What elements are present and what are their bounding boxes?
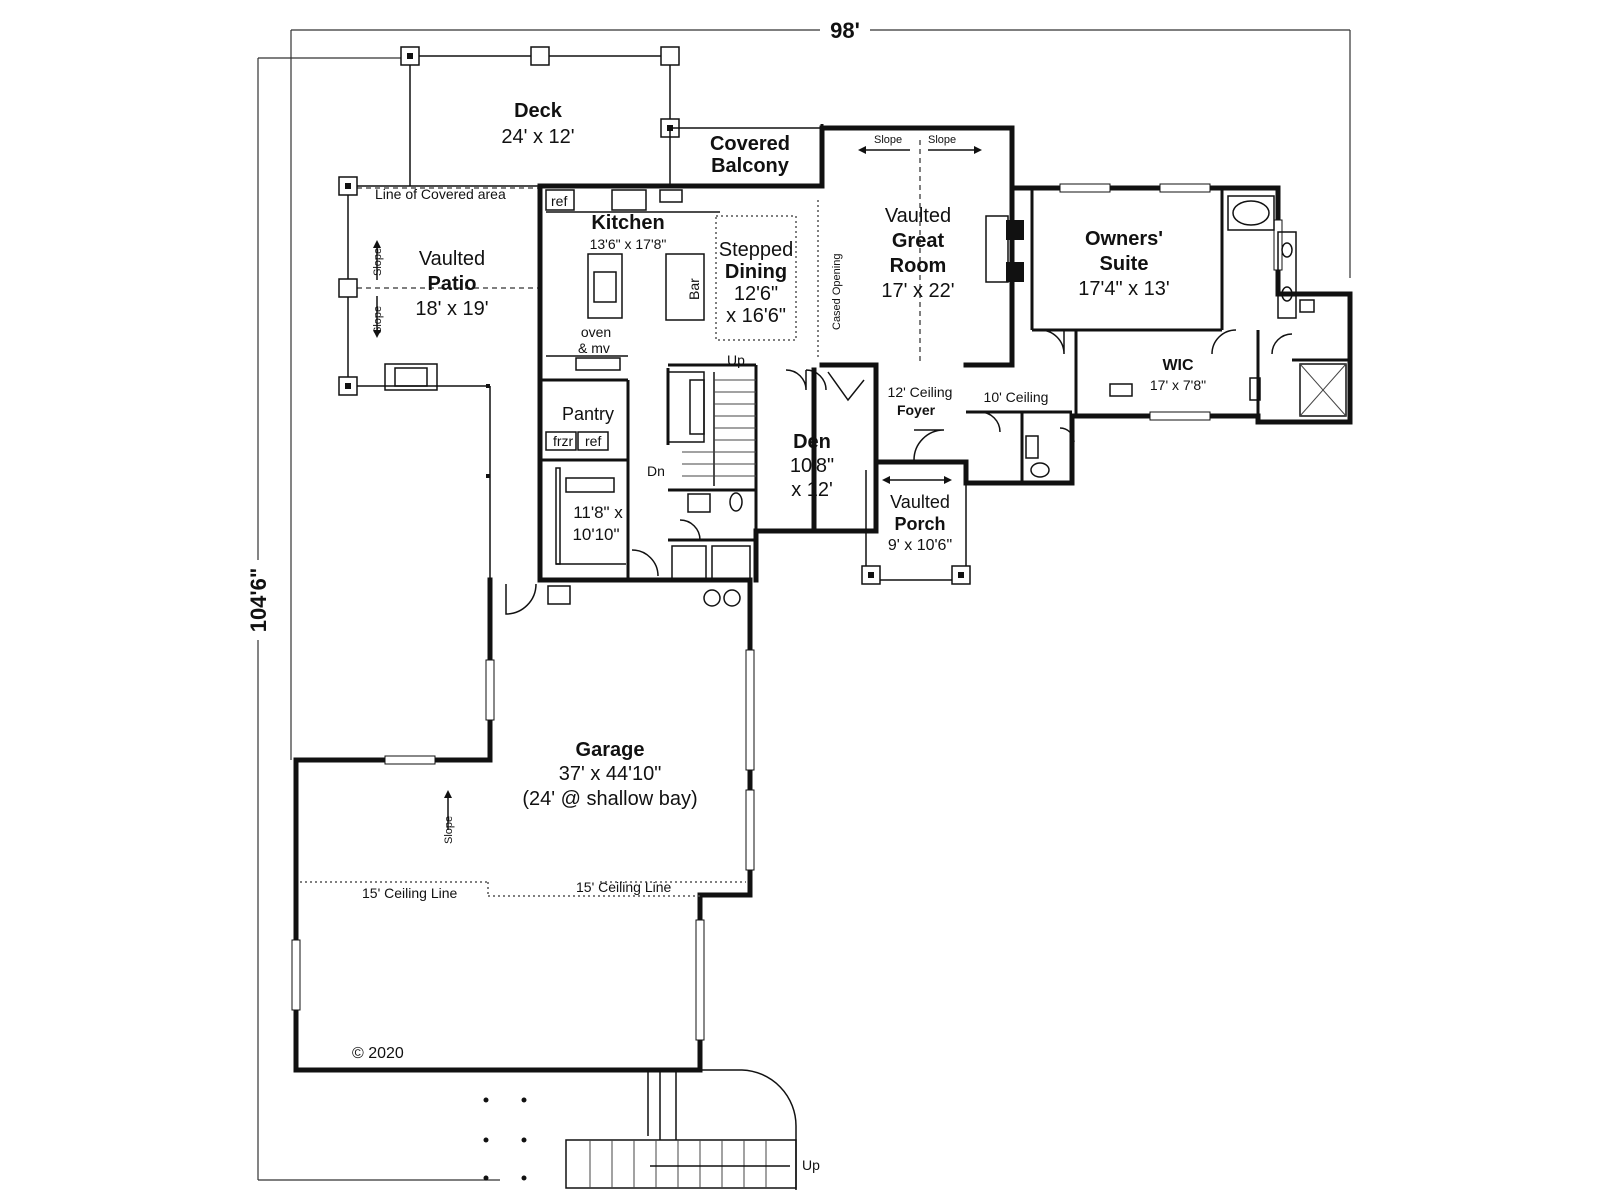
deck-size: 24' x 12' [501, 126, 574, 148]
deck-post [660, 46, 680, 66]
stepped-dining-outline [715, 215, 797, 341]
den-size-2: x 12' [791, 479, 833, 501]
patio-label-2: Patio [428, 273, 477, 295]
patio-label-1: Vaulted [419, 248, 485, 270]
copyright-label: © 2020 [352, 1045, 404, 1062]
great-room-slope-right: Slope [928, 134, 956, 146]
vaulted-porch [861, 470, 971, 585]
interior-walls [540, 188, 1350, 580]
owners-size: 17'4" x 13' [1078, 278, 1169, 300]
patio-size: 18' x 19' [415, 298, 488, 320]
porch-label-1: Vaulted [890, 492, 950, 512]
garage-name: Garage [576, 739, 645, 761]
front-steps-up-label: Up [802, 1157, 820, 1173]
porch-size: 9' x 10'6" [888, 537, 952, 554]
wic-size: 17' x 7'8" [1150, 377, 1206, 393]
owners-label-1: Owners' [1085, 228, 1163, 250]
overall-width-label: 98' [830, 18, 860, 43]
garage-size: 37' x 44'10" [559, 763, 662, 785]
great-room-slope-left: Slope [874, 134, 902, 146]
wic-name: WIC [1162, 357, 1194, 374]
covered-area-line-label: Line of Covered area [375, 186, 506, 202]
kitchen-name: Kitchen [591, 212, 664, 234]
ceiling-line-label-right: 15' Ceiling Line [576, 879, 672, 895]
patio-post [338, 278, 358, 298]
freezer-label: frzr [553, 433, 574, 449]
ceiling-line-label-left: 15' Ceiling Line [362, 885, 458, 901]
oven-label: oven [581, 324, 611, 340]
stairs [667, 371, 756, 486]
porch-label-2: Porch [894, 514, 945, 534]
laundry-size-2: 10'10" [572, 525, 619, 544]
mv-label: & mv [578, 340, 610, 356]
laundry-size-1: 11'8" x [573, 503, 623, 522]
great-room-label-3: Room [890, 255, 947, 277]
cased-opening-label: Cased Opening [831, 254, 843, 330]
front-steps [483, 1069, 797, 1190]
overall-depth-label: 104'6" [246, 568, 271, 633]
great-room-size: 17' x 22' [881, 280, 954, 302]
deck-name: Deck [514, 100, 563, 122]
kitchen-fixtures [545, 189, 720, 565]
garage-slope: Slope [443, 816, 455, 844]
foyer-ceiling-label: 12' Ceiling [888, 384, 953, 400]
deck-post [530, 46, 550, 66]
ten-ceiling-label: 10' Ceiling [984, 389, 1049, 405]
dining-size-1: 12'6" [734, 283, 778, 305]
garage-note: (24' @ shallow bay) [522, 788, 697, 810]
bar-label: Bar [686, 278, 702, 300]
patio-grill [384, 363, 438, 391]
fridge [545, 189, 575, 211]
kitchen-size: 13'6" x 17'8" [590, 236, 667, 252]
dimension-lines [257, 29, 1351, 1181]
great-room-label-2: Great [892, 230, 945, 252]
patio-slope-2: Slope [372, 306, 384, 334]
dining-label-1: Stepped [719, 239, 794, 261]
great-room-label-1: Vaulted [885, 205, 951, 227]
dining-label-2: Dining [725, 261, 787, 283]
great-room-slope [858, 146, 982, 154]
up-label: Up [727, 352, 745, 368]
den-name: Den [793, 431, 831, 453]
deck [400, 46, 680, 186]
owners-label-2: Suite [1100, 253, 1149, 275]
kitchen-island [587, 253, 623, 319]
balcony-label-1: Covered [710, 133, 790, 155]
bath-fixtures [547, 492, 751, 607]
kitchen-bar [665, 253, 705, 321]
bathtub-icon [1227, 195, 1275, 231]
balcony-label-2: Balcony [711, 155, 790, 177]
owners-bath-fixtures [1025, 195, 1347, 478]
den-size-1: 10'8" [790, 455, 834, 477]
dn-label: Dn [647, 463, 665, 479]
garage-details [300, 384, 746, 897]
vaulted-patio [338, 176, 540, 580]
fireplace-icon [985, 215, 1024, 283]
doors [505, 329, 1293, 615]
pantry-ref-label: ref [585, 433, 601, 449]
dining-size-2: x 16'6" [726, 305, 786, 327]
pantry-name: Pantry [562, 404, 614, 424]
foyer-name: Foyer [897, 402, 936, 418]
patio-slope-1: Slope [372, 248, 384, 276]
kitchen-ref-label: ref [551, 193, 567, 209]
